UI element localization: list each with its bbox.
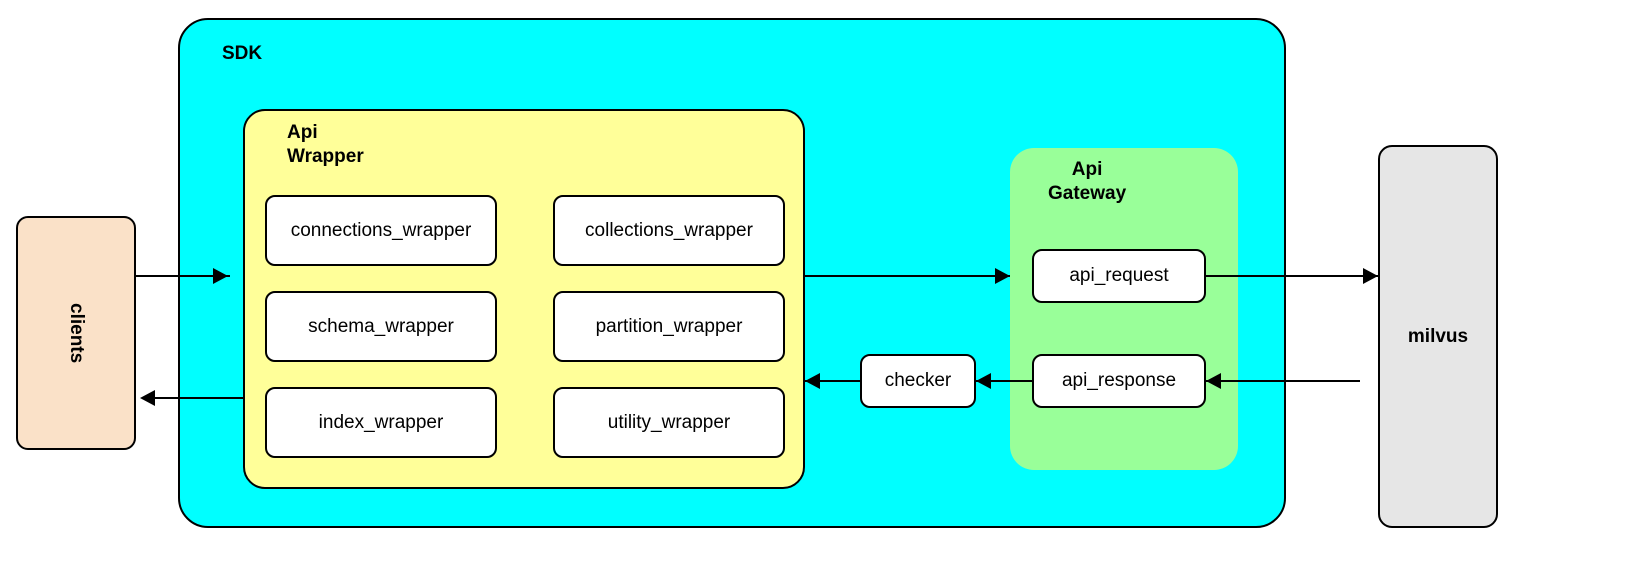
module-api-response[interactable]: api_response — [1032, 354, 1206, 408]
entity-clients-label: clients — [66, 302, 87, 364]
connector-request-to-milvus — [1206, 275, 1378, 277]
module-schema-wrapper[interactable]: schema_wrapper — [265, 291, 497, 362]
module-checker[interactable]: checker — [860, 354, 976, 408]
connector-wrapper-to-gateway — [803, 275, 1010, 277]
connector-wrapper-to-clients — [143, 397, 243, 399]
module-partition-wrapper[interactable]: partition_wrapper — [553, 291, 785, 362]
connector-milvus-to-response — [1206, 380, 1360, 382]
connector-response-to-checker — [976, 380, 1032, 382]
arrowhead-wrapper-to-gateway — [995, 268, 1010, 284]
arrowhead-checker-to-wrapper — [805, 373, 820, 389]
container-api-gateway[interactable]: Api Gateway — [1010, 148, 1238, 470]
arrowhead-milvus-to-response — [1206, 373, 1221, 389]
module-collections-wrapper[interactable]: collections_wrapper — [553, 195, 785, 266]
entity-clients[interactable]: clients — [16, 216, 136, 450]
module-index-wrapper[interactable]: index_wrapper — [265, 387, 497, 458]
module-api-request[interactable]: api_request — [1032, 249, 1206, 303]
module-utility-wrapper[interactable]: utility_wrapper — [553, 387, 785, 458]
arrowhead-wrapper-to-clients — [140, 390, 155, 406]
container-sdk-label: SDK — [222, 43, 263, 64]
connector-checker-to-wrapper — [805, 380, 860, 382]
connector-clients-to-wrapper — [136, 275, 230, 277]
arrowhead-response-to-checker — [976, 373, 991, 389]
arrowhead-clients-to-wrapper — [213, 268, 228, 284]
container-api-wrapper-label: Api Wrapper — [287, 122, 364, 167]
module-connections-wrapper[interactable]: connections_wrapper — [265, 195, 497, 266]
container-api-gateway-label: Api Gateway — [1048, 159, 1127, 204]
arrowhead-request-to-milvus — [1363, 268, 1378, 284]
entity-milvus[interactable]: milvus — [1378, 145, 1498, 528]
